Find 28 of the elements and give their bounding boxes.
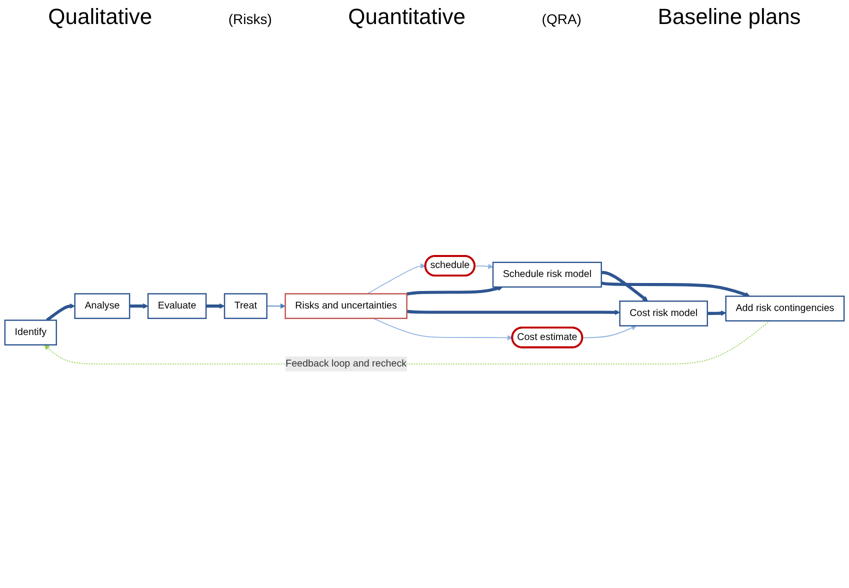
- arrow: [406, 310, 620, 316]
- arrow: [266, 304, 286, 310]
- column-heading: Quantitative: [348, 4, 466, 30]
- node-box: Risks and uncertainties: [284, 294, 408, 320]
- arrow: [707, 310, 726, 316]
- arrow: [406, 286, 503, 296]
- arrow: [206, 304, 225, 310]
- arrow: [130, 304, 148, 310]
- edge-label: Feedback loop and recheck: [286, 358, 407, 370]
- arrow: [601, 271, 648, 302]
- arrow: [601, 282, 750, 298]
- node-box: Cost risk model: [619, 300, 708, 327]
- arrow: [44, 320, 770, 365]
- node-box: Identify: [4, 320, 57, 346]
- arrow: [582, 326, 637, 339]
- arrow: [46, 304, 76, 322]
- column-heading: Qualitative: [48, 4, 152, 30]
- node-box: Schedule risk model: [492, 262, 602, 288]
- arrow: [366, 264, 426, 295]
- node-box: Evaluate: [147, 294, 207, 320]
- subheading: (QRA): [542, 11, 582, 27]
- node-box: Treat: [224, 294, 268, 320]
- arrow: [373, 318, 513, 341]
- column-heading: Baseline plans: [658, 4, 801, 30]
- node-box: Add risk contingencies: [725, 296, 845, 322]
- node-box: Analyse: [74, 294, 130, 320]
- subheading: (Risks): [228, 11, 272, 27]
- arrow: [474, 264, 494, 270]
